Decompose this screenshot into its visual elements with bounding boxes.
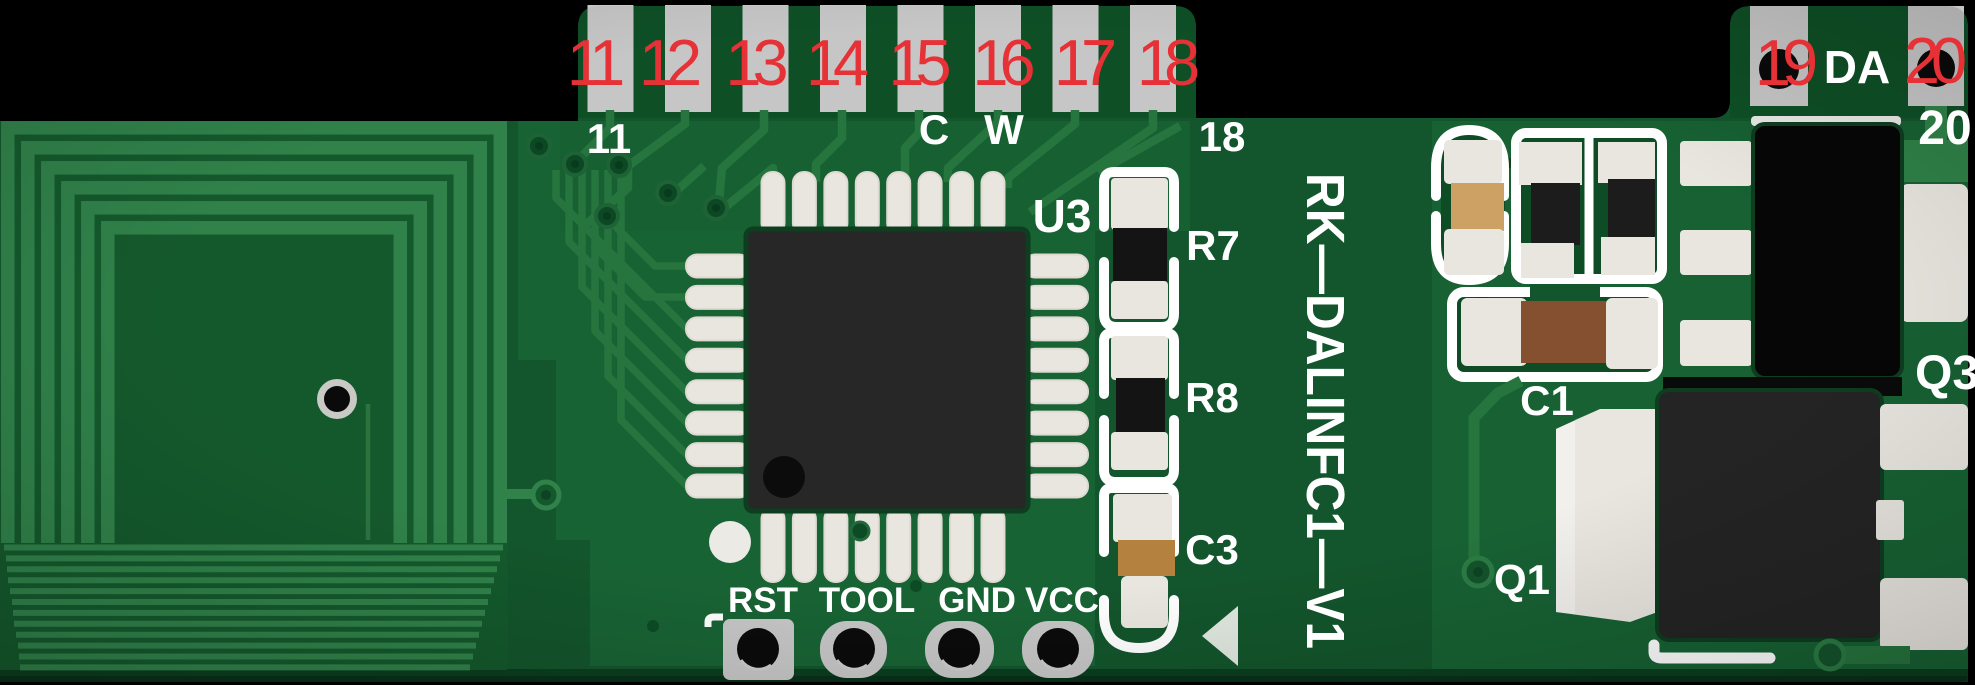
svg-text:15: 15 bbox=[888, 26, 949, 99]
svg-text:16: 16 bbox=[972, 26, 1033, 99]
svg-text:Q3: Q3 bbox=[1915, 347, 1975, 400]
svg-text:12: 12 bbox=[639, 26, 699, 99]
svg-text:17: 17 bbox=[1054, 26, 1114, 99]
svg-text:11: 11 bbox=[567, 26, 622, 99]
svg-text:20: 20 bbox=[1918, 102, 1971, 155]
svg-text:Q1: Q1 bbox=[1494, 556, 1550, 603]
svg-text:11: 11 bbox=[587, 115, 631, 162]
svg-text:14: 14 bbox=[806, 26, 868, 99]
svg-text:GND: GND bbox=[938, 581, 1016, 620]
svg-text:C3: C3 bbox=[1185, 526, 1239, 573]
svg-text:U3: U3 bbox=[1033, 190, 1092, 242]
svg-text:C: C bbox=[919, 106, 949, 153]
svg-text:R8: R8 bbox=[1185, 374, 1239, 421]
svg-text:DA: DA bbox=[1824, 41, 1890, 93]
svg-text:W: W bbox=[984, 106, 1024, 153]
svg-text:C1: C1 bbox=[1520, 377, 1574, 424]
svg-text:18: 18 bbox=[1199, 113, 1246, 160]
svg-text:R7: R7 bbox=[1186, 222, 1240, 269]
svg-text:VCC: VCC bbox=[1025, 581, 1099, 620]
svg-text:20: 20 bbox=[1904, 24, 1965, 97]
svg-text:19: 19 bbox=[1755, 26, 1816, 99]
svg-text:TOOL: TOOL bbox=[819, 581, 916, 620]
svg-text:13: 13 bbox=[725, 26, 786, 99]
svg-text:18: 18 bbox=[1137, 26, 1198, 99]
svg-text:RK—DALINFC1—V1: RK—DALINFC1—V1 bbox=[1295, 173, 1355, 649]
svg-text:RST: RST bbox=[728, 581, 798, 620]
